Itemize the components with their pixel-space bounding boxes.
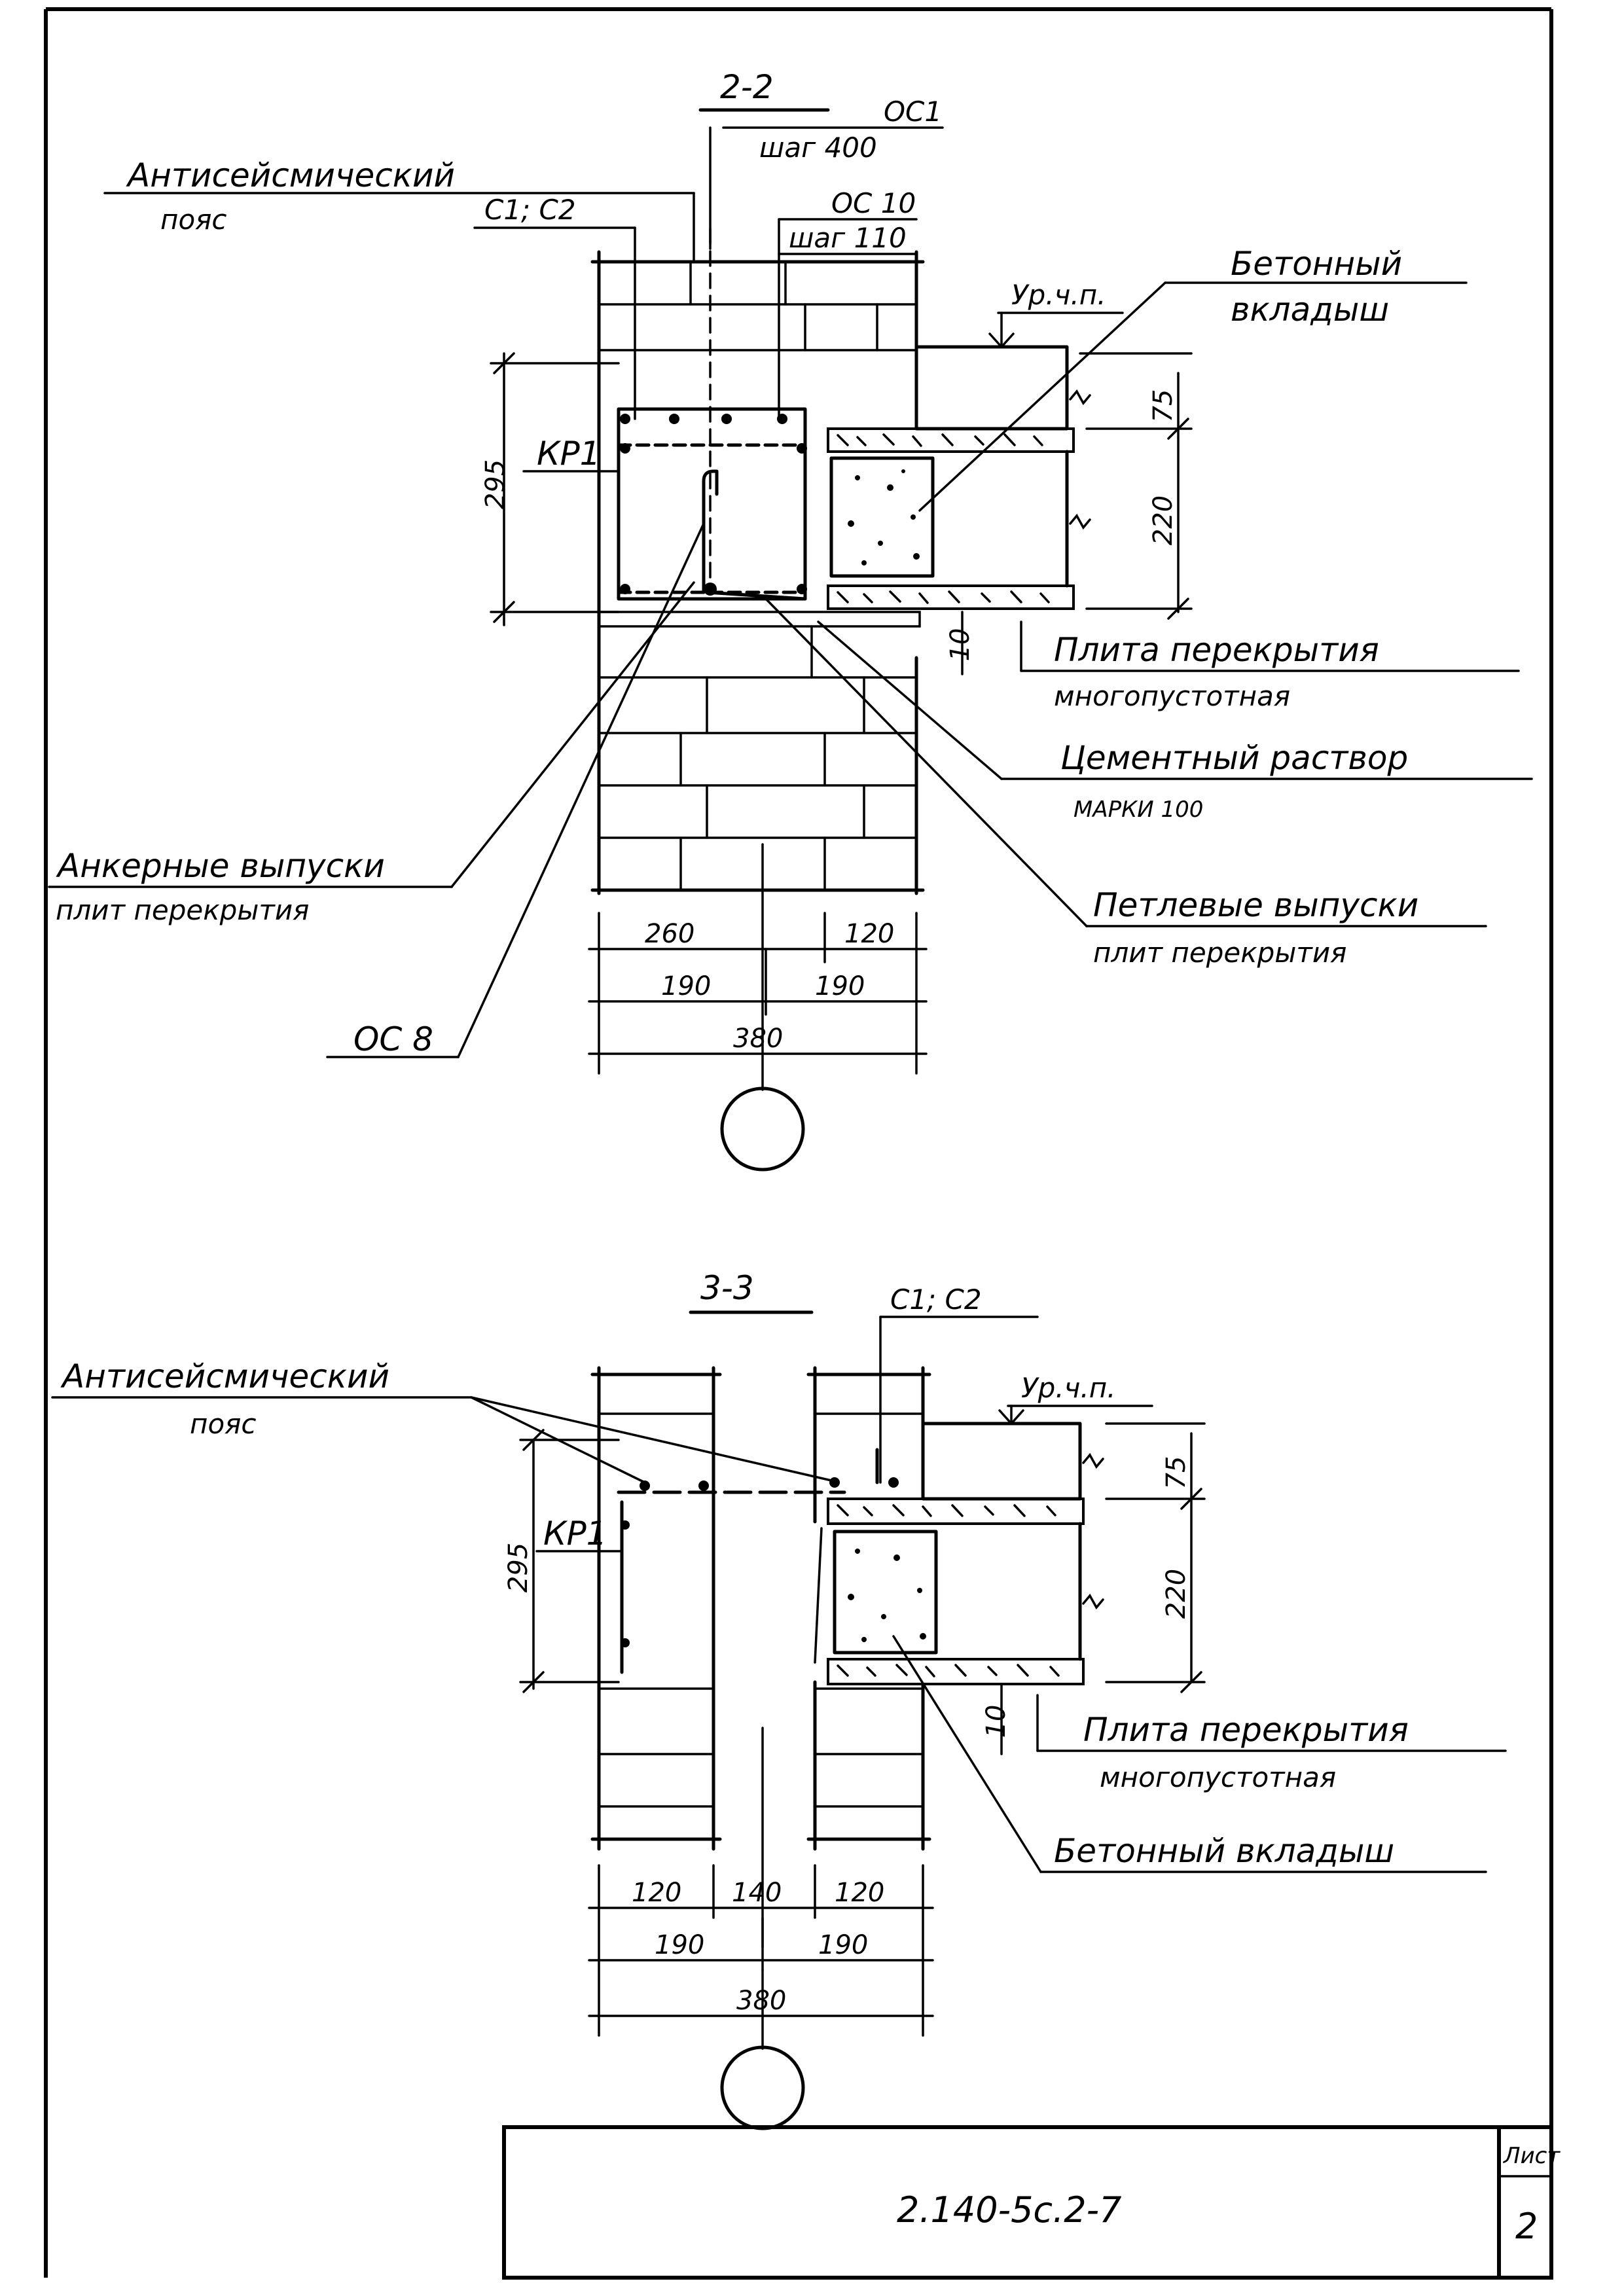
label-step-110: шаг 110 [789, 222, 907, 254]
dim-220-b: 220 [1161, 1569, 1191, 1619]
axis-bubble-3-3 [720, 1969, 805, 2130]
label-oc10: ОС 10 [831, 187, 916, 219]
vertical-dimensions-3-3: 295 75 220 10 [503, 1422, 1206, 1755]
dim-295: 295 [480, 459, 511, 509]
dim-190-right: 190 [815, 971, 865, 1001]
dim-190-left-b: 190 [655, 1930, 704, 1960]
label-loop-outlets: Петлевые выпуски [1093, 886, 1418, 924]
document-code: 2.140-5с.2-7 [897, 2189, 1122, 2231]
dim-75: 75 [1148, 389, 1178, 423]
hollow-core-slab-2-2 [827, 345, 1091, 610]
labels-3-3: С1; С2 Антисейсмический пояс Ур.ч.п. КР1… [51, 1283, 1507, 1873]
label-slab: Плита перекрытия [1054, 631, 1379, 669]
horizontal-dimensions-3-3: 120 140 120 190 190 380 [588, 1864, 934, 2037]
label-concrete-insert-b: Бетонный вкладыш [1054, 1832, 1394, 1870]
brick-wall-3-3 [590, 1366, 931, 1851]
dim-190-left: 190 [661, 971, 711, 1001]
hollow-core-slab-3-3 [827, 1422, 1104, 1685]
label-c1c2: С1; С2 [484, 194, 576, 226]
section-2-2: 2-2 [48, 68, 1533, 1172]
label-antiseismic-b: Антисейсмический [60, 1357, 389, 1395]
axis-bubble-2-2 [720, 843, 805, 1172]
dim-220: 220 [1148, 495, 1178, 545]
dim-380-b: 380 [736, 1986, 786, 2016]
horizontal-dimensions-2-2: 260 120 190 190 380 [588, 912, 928, 1075]
sheet-frame [44, 7, 1553, 2278]
label-anchor-outlets: Анкерные выпуски [56, 847, 385, 885]
label-step-400: шаг 400 [759, 132, 877, 164]
dim-75-b: 75 [1161, 1456, 1191, 1490]
dim-260: 260 [645, 919, 695, 949]
labels-2-2: ОС1 шаг 400 Антисейсмический пояс С1; С2… [48, 96, 1533, 1058]
label-concrete-insert: Бетонный [1231, 245, 1402, 283]
label-hollow-core: многопустотная [1054, 680, 1290, 712]
dim-295-b: 295 [503, 1543, 533, 1592]
label-oc1: ОС1 [884, 96, 942, 128]
label-insert: вкладыш [1231, 291, 1389, 329]
dim-120-right: 120 [835, 1878, 884, 1908]
vertical-dimensions-2-2: 295 75 220 10 [480, 352, 1193, 675]
dim-120-left: 120 [632, 1878, 681, 1908]
label-c1c2-b: С1; С2 [890, 1283, 982, 1316]
label-hollow-core-b: многопустотная [1100, 1761, 1336, 1793]
label-kr1-b: КР1 [543, 1515, 607, 1552]
label-loop-outlets-2: плит перекрытия [1093, 937, 1346, 969]
label-grade-100: МАРКИ 100 [1074, 797, 1203, 823]
antiseismic-belt-cage-2-2 [617, 126, 807, 601]
label-anchor-outlets-2: плит перекрытия [56, 894, 309, 926]
section-3-3-title: 3-3 [700, 1269, 754, 1307]
label-belt: пояс [160, 204, 227, 236]
dim-380: 380 [733, 1024, 783, 1054]
label-kr1: КР1 [537, 435, 600, 473]
label-oc8: ОС 8 [353, 1020, 433, 1058]
label-belt-b: пояс [190, 1408, 257, 1440]
title-block: 2.140-5с.2-7 Лист 2 [502, 2125, 1561, 2280]
dim-140: 140 [732, 1878, 782, 1908]
dim-10: 10 [945, 628, 975, 662]
label-slab-b: Плита перекрытия [1083, 1711, 1409, 1749]
sheet-number: 2 [1515, 2206, 1538, 2247]
dim-120: 120 [844, 919, 894, 949]
section-2-2-title: 2-2 [720, 68, 774, 106]
label-cement-mortar: Цементный раствор [1060, 739, 1408, 777]
dim-10-b: 10 [981, 1705, 1011, 1738]
section-3-3: 3-3 [51, 1269, 1507, 2130]
label-antiseismic: Антисейсмический [126, 156, 455, 194]
sheet-label: Лист [1502, 2143, 1561, 2169]
label-floor-level-b: Ур.ч.п. [1021, 1372, 1116, 1404]
dim-190-right-b: 190 [818, 1930, 868, 1960]
label-floor-level: Ур.ч.п. [1011, 279, 1106, 311]
brick-wall-2-2 [590, 250, 925, 895]
